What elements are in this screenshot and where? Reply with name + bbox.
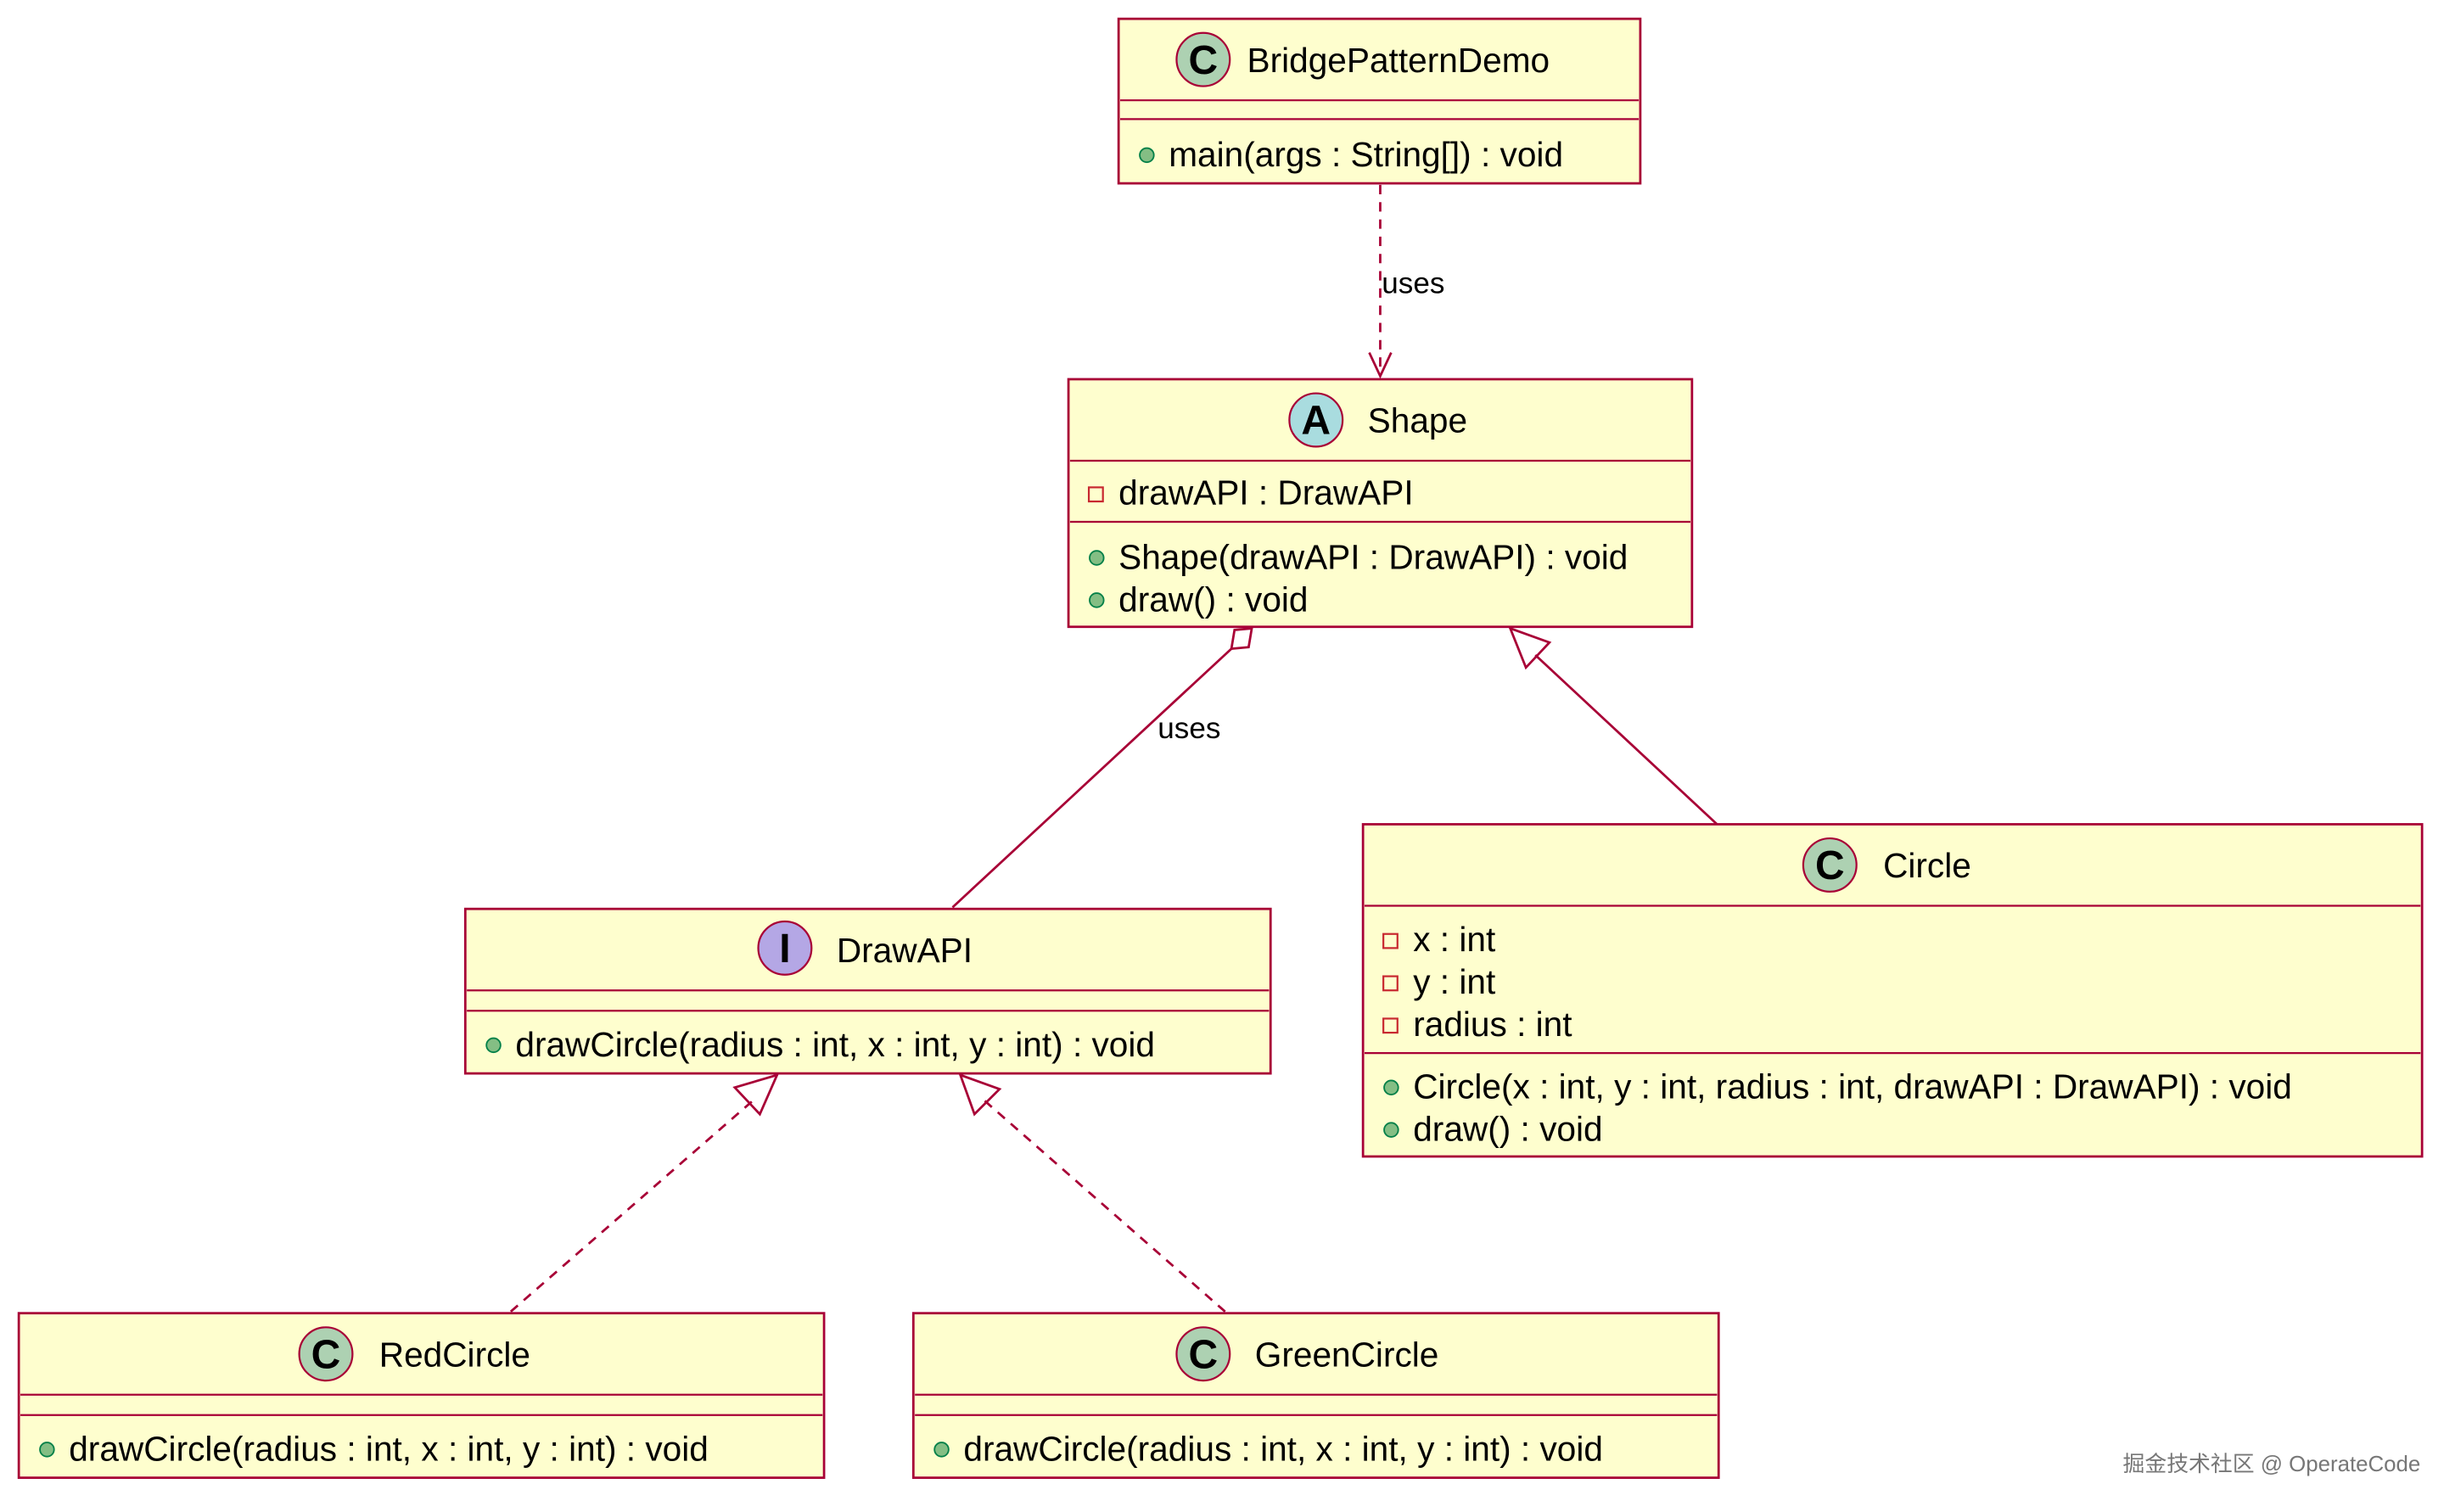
field-y: y : int bbox=[1413, 962, 1495, 1001]
interface-badge-icon bbox=[757, 920, 813, 976]
class-badge-icon bbox=[1175, 31, 1231, 87]
field-radius: radius : int bbox=[1413, 1005, 1572, 1044]
svg-text:C: C bbox=[1189, 1332, 1219, 1377]
public-method-icon bbox=[933, 1442, 950, 1458]
method-drawcircle: drawCircle(radius : int, x : int, y : in… bbox=[69, 1429, 709, 1468]
class-badge-icon bbox=[1175, 1326, 1231, 1382]
realization-arrow-icon bbox=[732, 1072, 780, 1117]
public-method-icon bbox=[485, 1037, 502, 1054]
private-field-icon bbox=[1382, 1017, 1399, 1034]
method-circle-constructor: Circle(x : int, y : int, radius : int, d… bbox=[1413, 1067, 2292, 1106]
public-method-icon bbox=[1383, 1122, 1399, 1138]
class-shape[interactable]: A Shape drawAPI : DrawAPI Shape(drawAPI … bbox=[1067, 378, 1694, 629]
public-method-icon bbox=[1089, 592, 1105, 608]
svg-text:I: I bbox=[779, 927, 790, 972]
field-x: x : int bbox=[1413, 920, 1495, 959]
interface-drawapi[interactable]: I DrawAPI drawCircle(radius : int, x : i… bbox=[463, 907, 1272, 1075]
private-field-icon bbox=[1382, 932, 1399, 949]
edge-circle-extends-shape bbox=[1508, 626, 1718, 826]
class-greencircle[interactable]: C GreenCircle drawCircle(radius : int, x… bbox=[911, 1312, 1720, 1479]
class-name: Shape bbox=[1368, 401, 1467, 440]
edge-greencircle-implements-drawapi bbox=[958, 1072, 1226, 1313]
class-name: Circle bbox=[1883, 846, 1971, 885]
svg-text:A: A bbox=[1301, 399, 1331, 444]
class-badge-icon bbox=[1802, 837, 1858, 893]
inheritance-arrow-icon bbox=[1508, 626, 1552, 670]
private-field-icon bbox=[1087, 486, 1104, 503]
public-method-icon bbox=[1089, 550, 1105, 566]
abstract-badge-icon bbox=[1288, 392, 1344, 448]
edge-label-shape-drawapi: uses bbox=[1158, 712, 1220, 745]
svg-text:C: C bbox=[1815, 843, 1845, 888]
aggregation-diamond-icon bbox=[1230, 627, 1253, 651]
method-main: main(args : String[]) : void bbox=[1169, 135, 1563, 174]
public-method-icon bbox=[39, 1442, 55, 1458]
svg-text:C: C bbox=[1189, 38, 1219, 83]
edge-demo-uses-shape: uses bbox=[1368, 184, 1444, 379]
field-drawapi: drawAPI : DrawAPI bbox=[1118, 473, 1413, 512]
interface-name: DrawAPI bbox=[837, 931, 973, 970]
class-name: RedCircle bbox=[379, 1335, 530, 1374]
edge-label-demo-shape: uses bbox=[1382, 266, 1444, 300]
method-drawcircle: drawCircle(radius : int, x : int, y : in… bbox=[963, 1429, 1603, 1468]
private-field-icon bbox=[1382, 975, 1399, 992]
class-name: GreenCircle bbox=[1255, 1335, 1439, 1374]
class-badge-icon bbox=[298, 1326, 354, 1382]
class-redcircle[interactable]: C RedCircle drawCircle(radius : int, x :… bbox=[17, 1312, 826, 1479]
public-method-icon bbox=[1383, 1079, 1399, 1095]
class-circle[interactable]: C Circle x : int y : int radius : int Ci… bbox=[1361, 823, 2424, 1158]
method-shape-constructor: Shape(drawAPI : DrawAPI) : void bbox=[1118, 537, 1628, 576]
edge-redcircle-implements-drawapi bbox=[509, 1072, 780, 1313]
public-method-icon bbox=[1139, 147, 1155, 164]
class-name: BridgePatternDemo bbox=[1247, 41, 1550, 80]
method-drawcircle: drawCircle(radius : int, x : int, y : in… bbox=[515, 1025, 1155, 1064]
method-draw: draw() : void bbox=[1413, 1110, 1602, 1149]
realization-arrow-icon bbox=[958, 1072, 1002, 1117]
method-draw: draw() : void bbox=[1118, 580, 1308, 619]
class-bridgepatterndemo[interactable]: C BridgePatternDemo main(args : String[]… bbox=[1117, 17, 1642, 185]
svg-text:C: C bbox=[311, 1332, 341, 1377]
watermark: 掘金技术社区 @ OperateCode bbox=[2123, 1452, 2421, 1476]
edge-shape-uses-drawapi: uses bbox=[951, 627, 1253, 909]
